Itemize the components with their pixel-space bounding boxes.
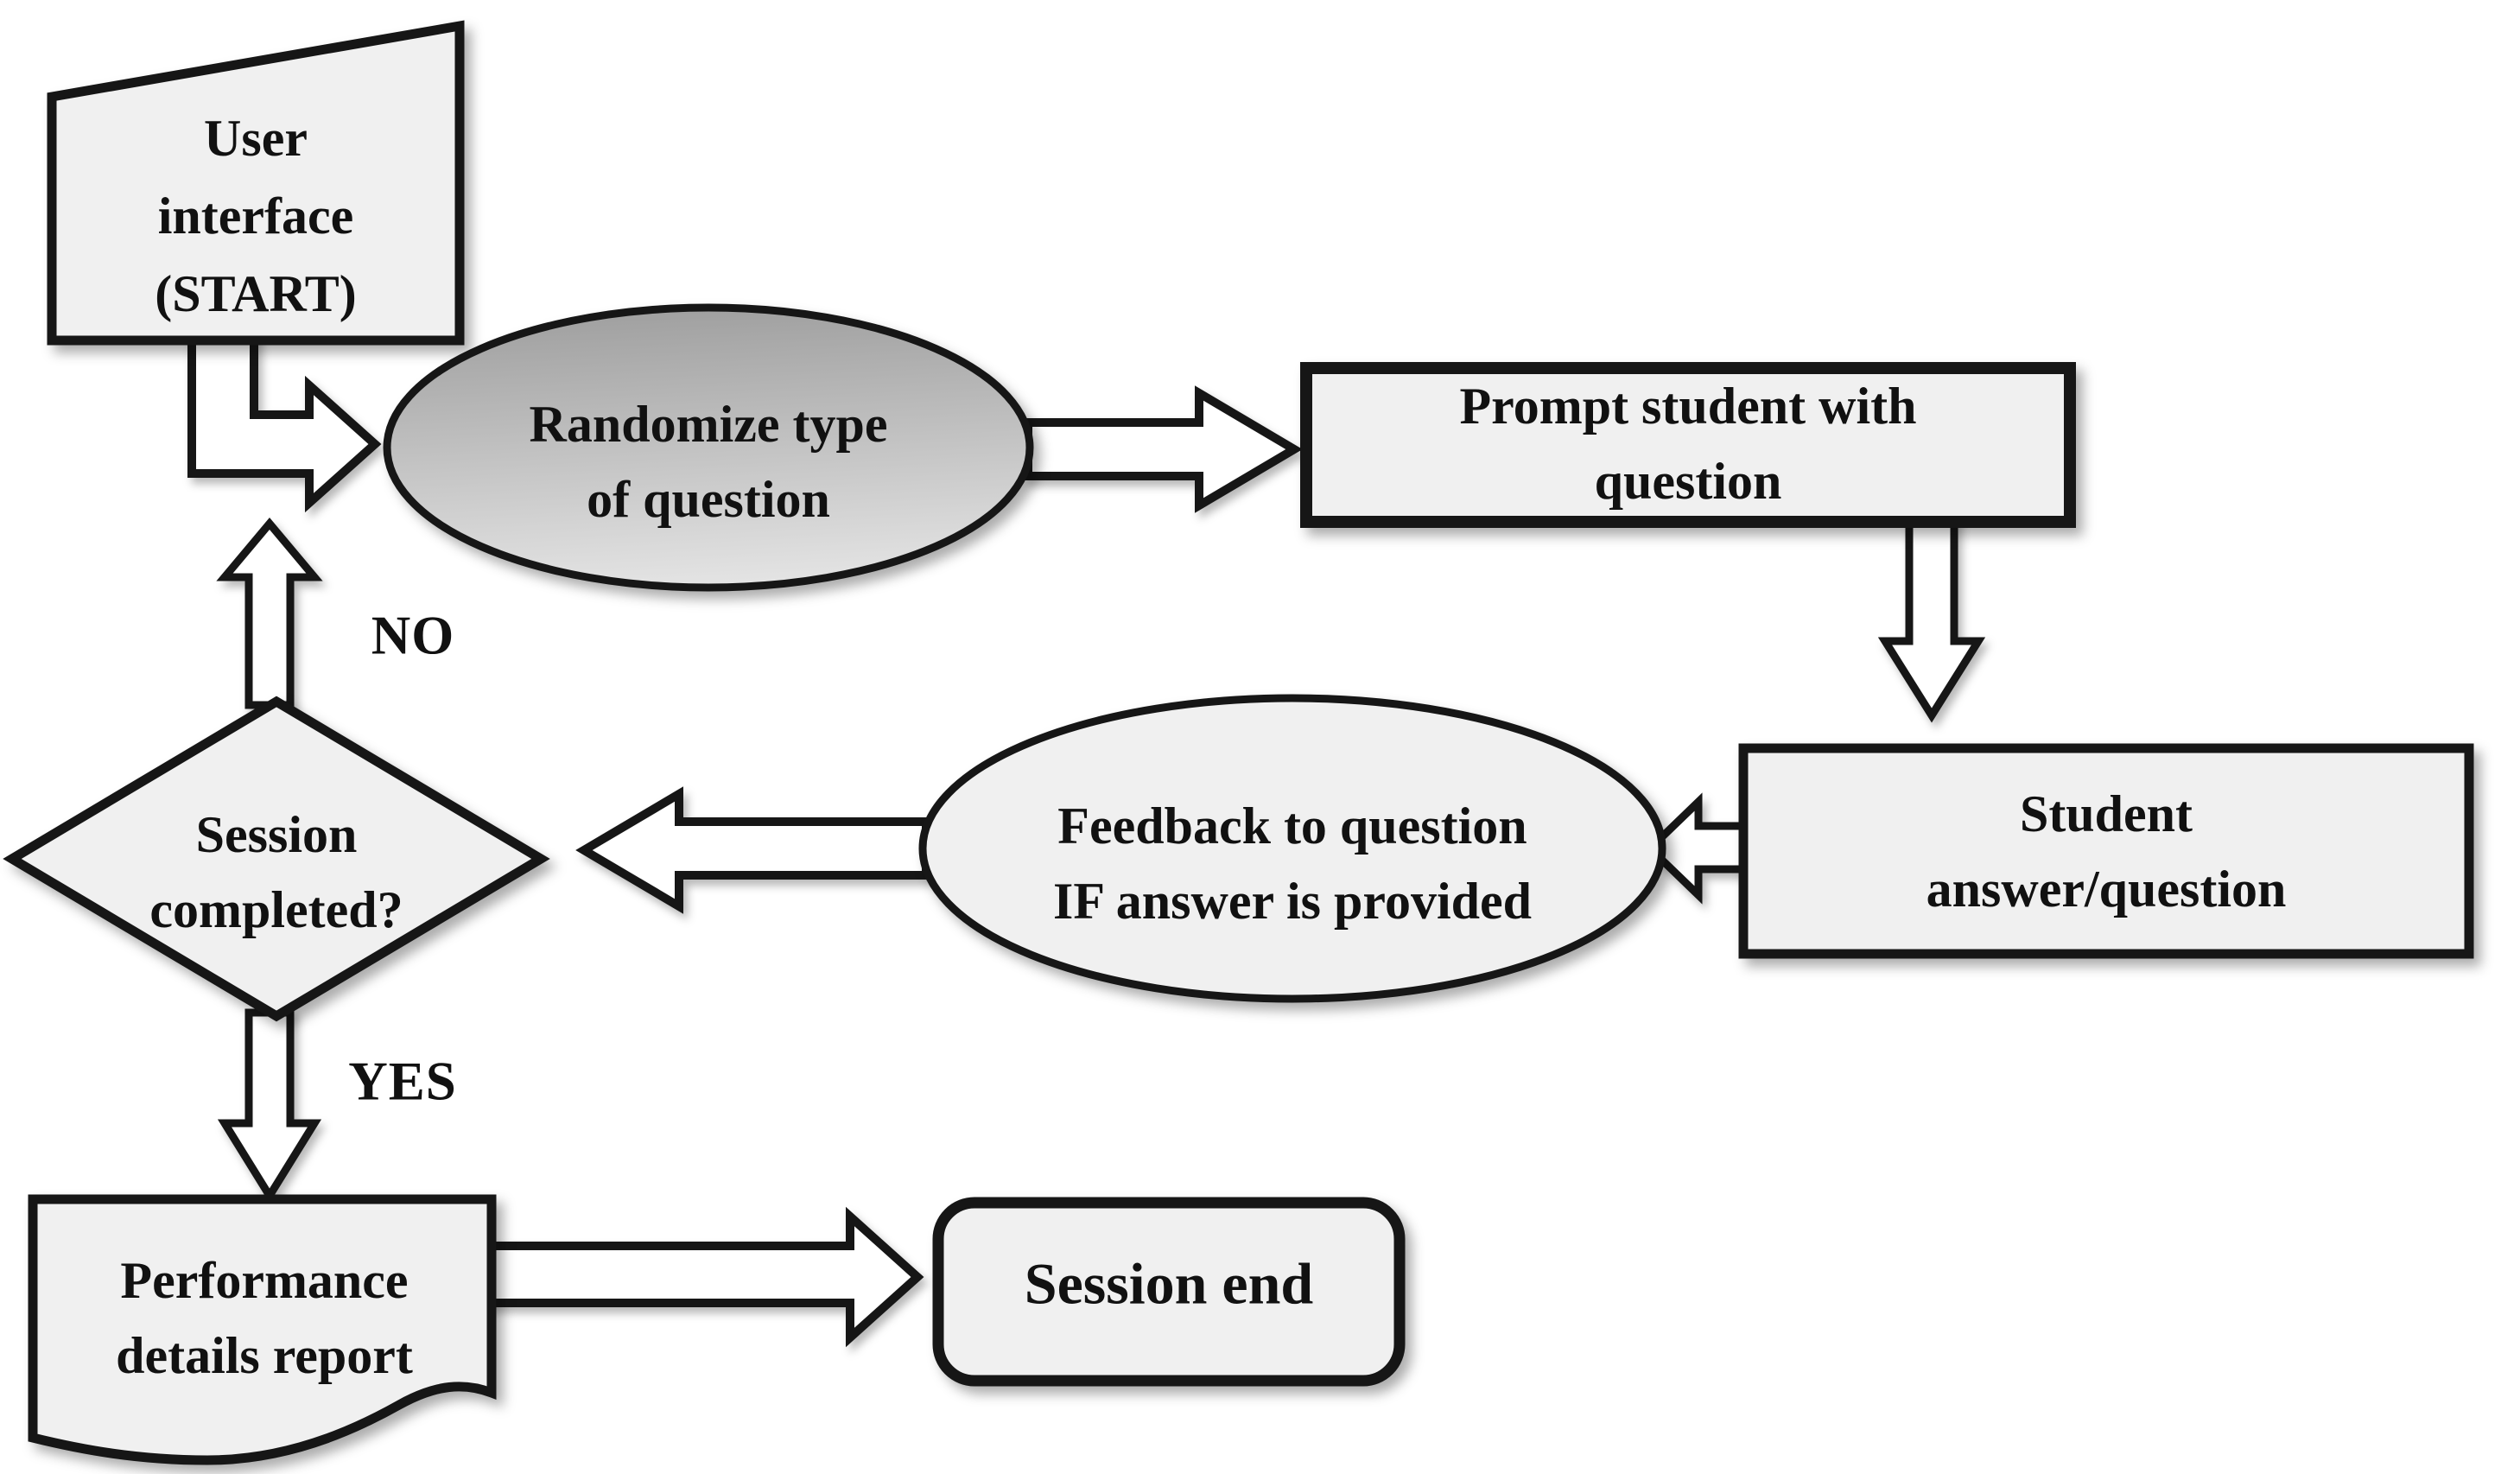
decision-node-shape bbox=[3, 696, 550, 1022]
student-node-shape bbox=[1738, 743, 2474, 959]
start-node-label: User interface (START) bbox=[155, 110, 357, 322]
session-end-node-label: Session end bbox=[1024, 1250, 1314, 1317]
arrow-prompt-to-student bbox=[1877, 514, 1986, 723]
arrow-decision-yes-to-report bbox=[217, 1008, 322, 1204]
arrow-decision-no-to-randomize bbox=[216, 517, 323, 709]
arrow-randomize-to-prompt bbox=[1024, 385, 1303, 513]
no-branch-label: NO bbox=[371, 605, 455, 666]
prompt-node-label: Prompt student with question bbox=[1459, 378, 1917, 510]
randomize-node-label: Randomize type of question bbox=[529, 396, 888, 528]
session-end-node-shape bbox=[932, 1197, 1406, 1387]
student-node-label: Student answer/question bbox=[1926, 785, 2287, 918]
decision-node-label: Session completed? bbox=[149, 806, 403, 938]
report-node-shape bbox=[28, 1194, 497, 1465]
report-node-label: Performance details report bbox=[116, 1252, 413, 1384]
randomize-node-shape bbox=[383, 303, 1034, 592]
yes-branch-label: YES bbox=[348, 1051, 457, 1112]
prompt-node-shape bbox=[1300, 362, 2076, 528]
arrow-start-to-randomize bbox=[187, 317, 382, 513]
feedback-node-label: Feedback to question IF answer is provid… bbox=[1053, 797, 1532, 930]
feedback-node-shape bbox=[918, 694, 1666, 1003]
arrow-report-to-end bbox=[485, 1206, 924, 1348]
start-node-shape bbox=[47, 20, 465, 346]
arrow-feedback-to-decision bbox=[575, 786, 930, 914]
